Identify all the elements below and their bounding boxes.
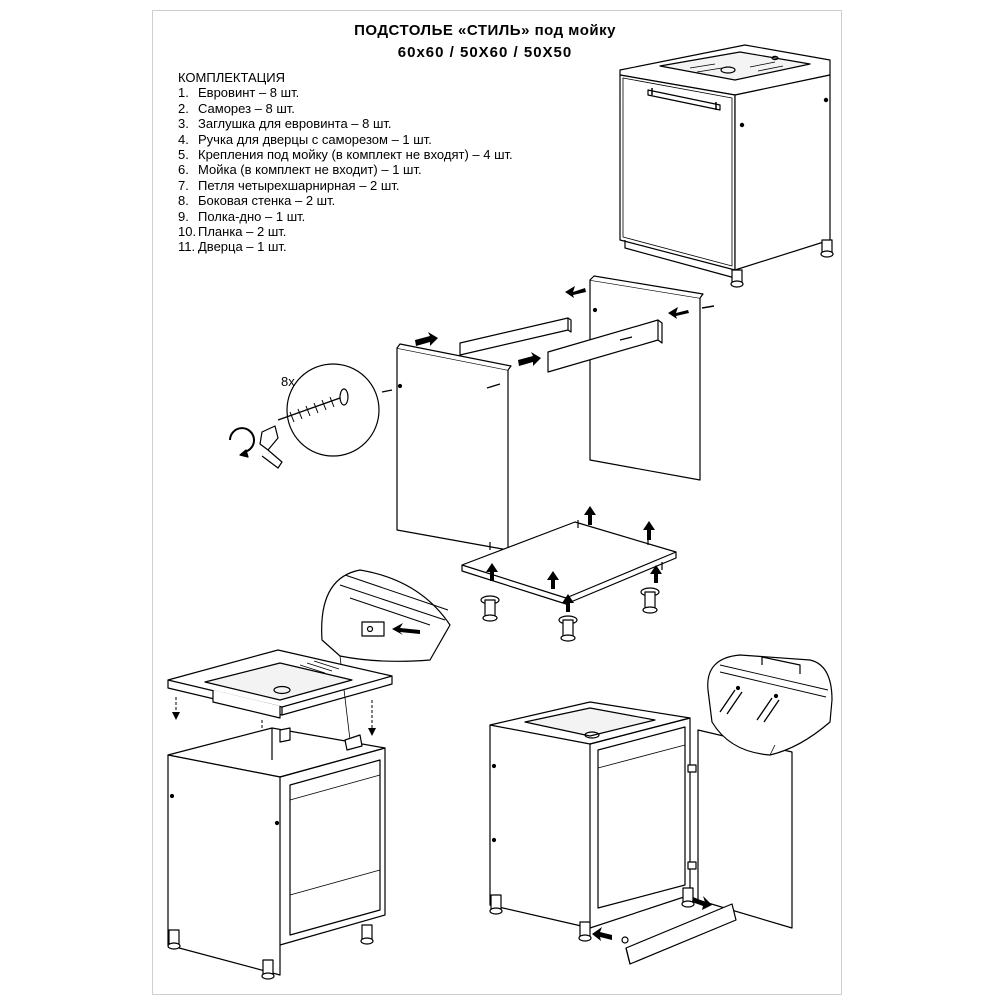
kit-items: 1.Евровинт – 8 шт. 2.Саморез – 8 шт. 3.З…: [178, 85, 513, 254]
title-line-1: ПОДСТОЛЬЕ «СТИЛЬ» под мойку: [354, 22, 616, 39]
sheet-frame: [152, 10, 842, 995]
kit-item: 2.Саморез – 8 шт.: [178, 100, 295, 116]
cabinet-open-frame: [167, 727, 386, 980]
arrow-icon: [415, 286, 689, 612]
door-icon: [697, 729, 793, 929]
kit-item: 4.Ручка для дверцы с саморезом – 1 шт.: [178, 131, 432, 147]
sink-icon: [167, 649, 393, 719]
kit-item: 11.Дверца – 1 шт.: [178, 239, 287, 255]
side-panel-right: [589, 275, 704, 481]
kit-item: 8.Боковая стенка – 2 шт.: [178, 193, 336, 209]
bracket-detail-callout: [321, 569, 451, 741]
plinth-icon: [621, 903, 737, 965]
rail-front: [547, 319, 663, 373]
side-panel-left: [396, 343, 512, 551]
screw-count-label: 8x: [281, 374, 295, 389]
screw-callout: [229, 363, 380, 469]
handle-icon: [761, 656, 801, 674]
kit-item: 10.Планка – 2 шт.: [178, 224, 287, 240]
kit-item: 9.Полка-дно – 1 шт.: [178, 208, 306, 224]
kit-item: 6.Мойка (в комплект не входит) – 1 шт.: [178, 162, 422, 178]
title-sizes: 60x60 / 50X60 / 50X50: [397, 44, 573, 61]
leg-icon: [480, 587, 660, 642]
kit-item: 5.Крепления под мойку (в комплект не вхо…: [178, 147, 513, 163]
kit-item: 1.Евровинт – 8 шт.: [178, 85, 300, 101]
rail-top-back: [459, 317, 572, 356]
kit-list: КОМПЛЕКТАЦИЯ 1.Евровинт – 8 шт. 2.Саморе…: [178, 70, 513, 255]
kit-item: 7.Петля четырехшарнирная – 2 шт.: [178, 177, 400, 193]
handle-detail-callout: [707, 654, 833, 756]
hex-key-icon: [259, 425, 279, 451]
kit-heading: КОМПЛЕКТАЦИЯ: [178, 70, 286, 85]
page-title: ПОДСТОЛЬЕ «СТИЛЬ» под мойку 60x60 / 50X6…: [320, 20, 650, 64]
cabinet-with-door: [489, 701, 697, 942]
cabinet-assembled-icon: [619, 44, 834, 288]
kit-item: 3.Заглушка для евровинта – 8 шт.: [178, 116, 392, 132]
